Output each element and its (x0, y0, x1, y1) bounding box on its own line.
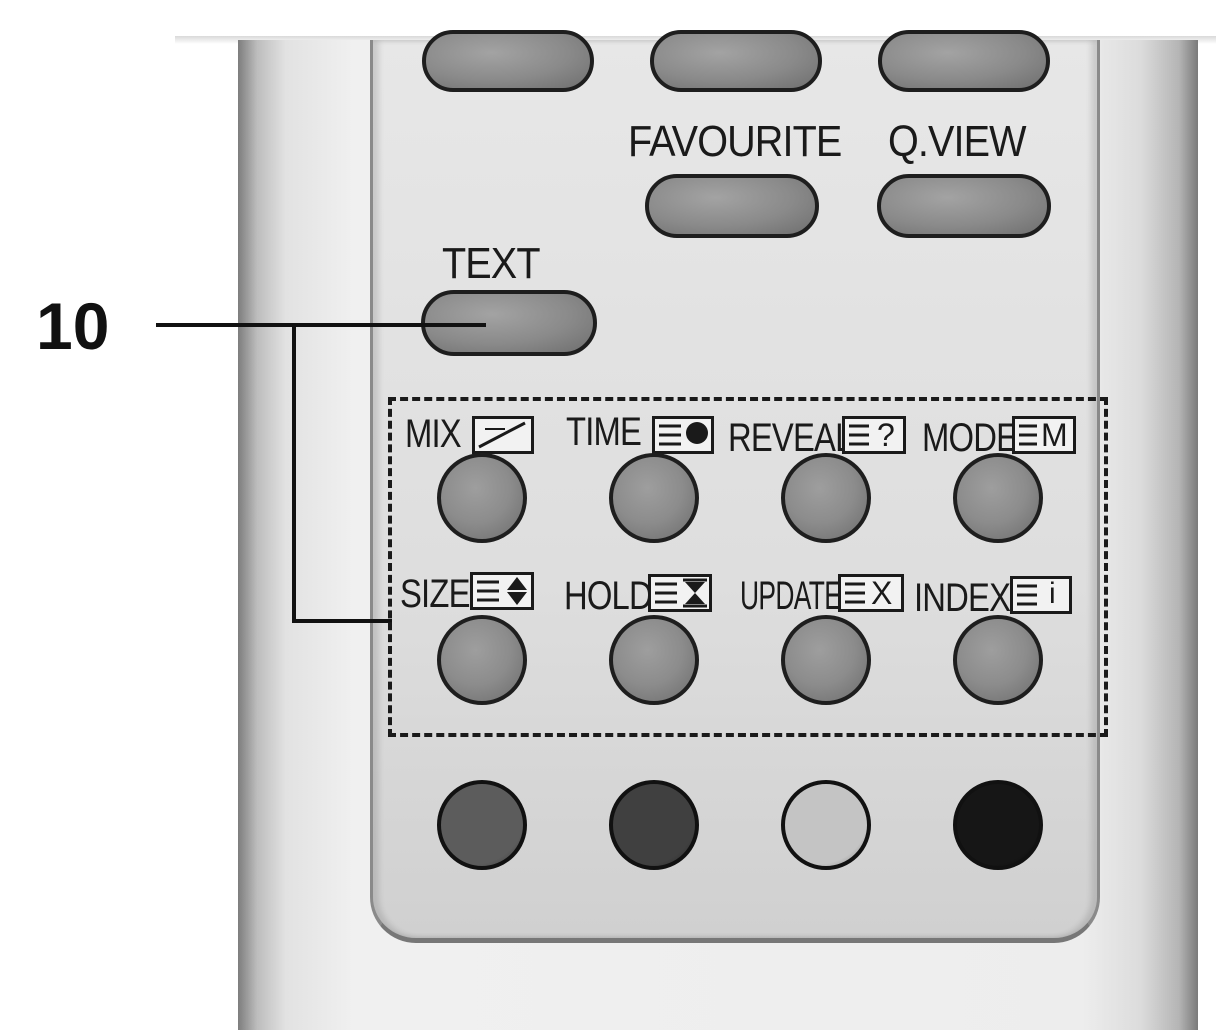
callout-number: 10 (36, 289, 110, 363)
reveal-button[interactable] (781, 453, 871, 543)
index-label: INDEX (914, 576, 1011, 620)
hold-icon (648, 574, 712, 612)
reveal-label: REVEAL (728, 416, 853, 460)
mode-icon-glyph: M (1041, 417, 1068, 453)
reveal-icon-glyph: ? (877, 417, 895, 453)
size-button[interactable] (437, 615, 527, 705)
hold-button[interactable] (609, 615, 699, 705)
time-button[interactable] (609, 453, 699, 543)
color-button-2[interactable] (609, 780, 699, 870)
top-button-2[interactable] (650, 30, 822, 92)
top-button-1[interactable] (422, 30, 594, 92)
time-icon (652, 416, 714, 454)
callout-line-lower (292, 619, 392, 623)
update-button[interactable] (781, 615, 871, 705)
update-label: UPDATE (740, 574, 842, 618)
color-button-4[interactable] (953, 780, 1043, 870)
index-icon: i (1010, 576, 1072, 614)
mode-button[interactable] (953, 453, 1043, 543)
mix-icon (472, 416, 534, 454)
color-button-3[interactable] (781, 780, 871, 870)
time-label: TIME (566, 410, 642, 454)
update-icon: X (838, 574, 904, 612)
size-label: SIZE (400, 572, 470, 616)
hold-label: HOLD (564, 574, 653, 618)
mix-button[interactable] (437, 453, 527, 543)
size-icon (470, 572, 534, 610)
index-button[interactable] (953, 615, 1043, 705)
callout-line-horizontal (156, 323, 486, 327)
update-icon-glyph: X (871, 575, 892, 611)
index-icon-glyph: i (1049, 577, 1056, 610)
top-button-3[interactable] (878, 30, 1050, 92)
teletext-button-group (388, 397, 1108, 737)
favourite-button[interactable] (645, 174, 819, 238)
text-label: TEXT (442, 239, 541, 288)
qview-button[interactable] (877, 174, 1051, 238)
mode-icon: M (1012, 416, 1076, 454)
mode-label: MODE (922, 416, 1018, 460)
callout-line-vertical (292, 323, 296, 623)
qview-label: Q.VIEW (888, 117, 1027, 166)
favourite-label: FAVOURITE (628, 117, 842, 166)
mix-label: MIX (405, 412, 462, 456)
color-button-1[interactable] (437, 780, 527, 870)
reveal-icon: ? (842, 416, 906, 454)
